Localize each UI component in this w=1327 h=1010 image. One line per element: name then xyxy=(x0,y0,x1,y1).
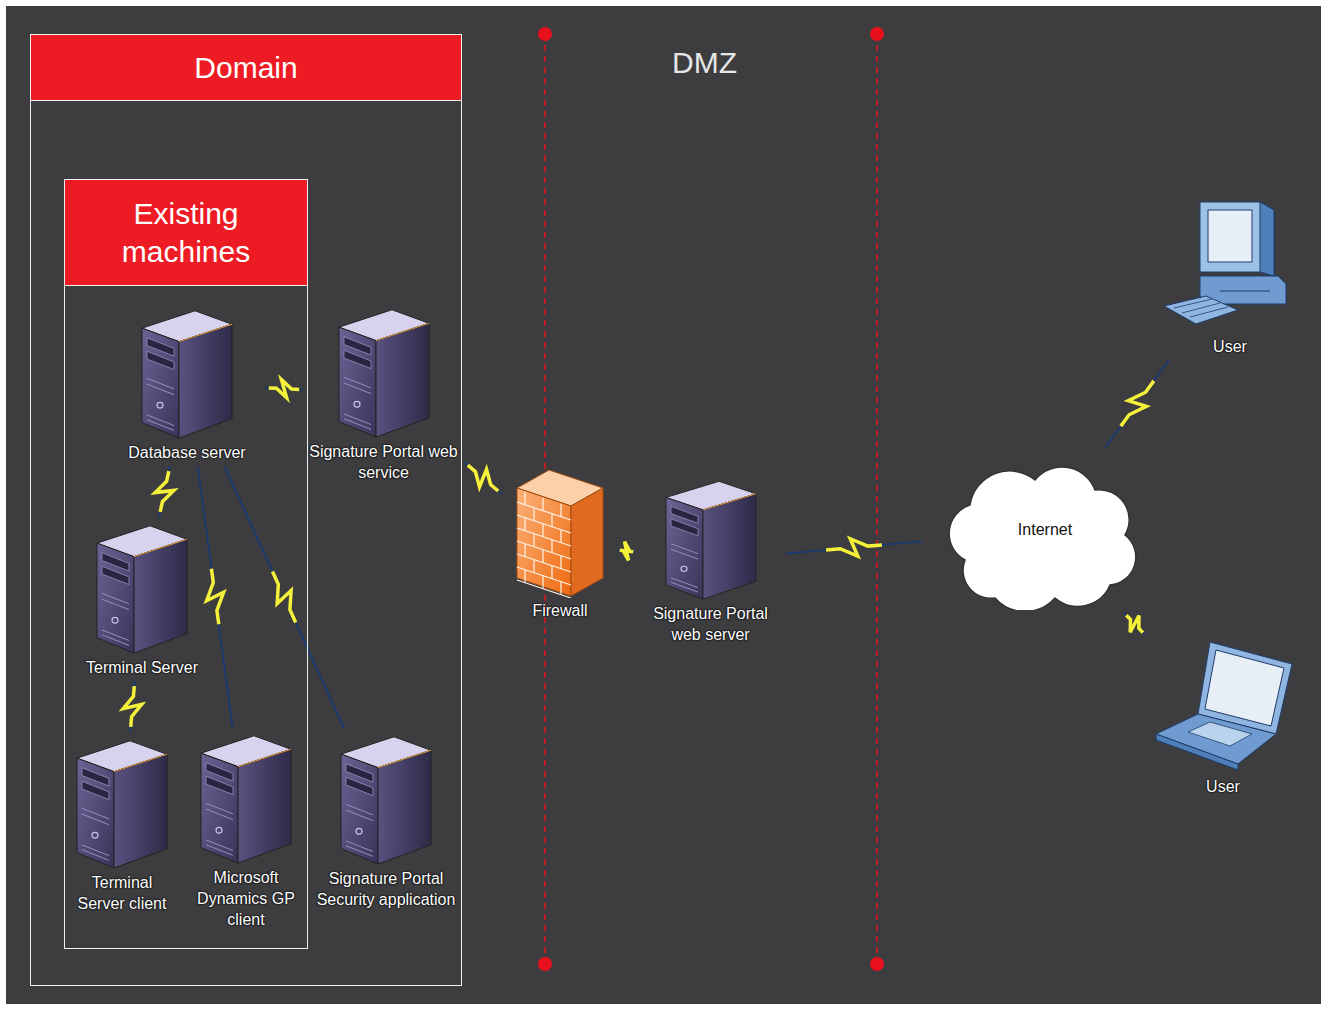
lightning-link xyxy=(1106,360,1170,447)
server-node: Signature Portal web server xyxy=(638,476,783,645)
lightning-link xyxy=(464,462,502,494)
icon-holder xyxy=(1160,196,1300,334)
server-node: Database server xyxy=(112,305,262,463)
lightning-link xyxy=(786,539,922,556)
server-node: Terminal Server client xyxy=(68,735,176,914)
lightning-link xyxy=(155,466,174,517)
group-box: DomainExisting machinesDatabase serverTe… xyxy=(30,34,462,986)
server-icon xyxy=(92,520,192,655)
lightning-link xyxy=(618,542,635,561)
icon-holder xyxy=(137,305,237,440)
server-icon xyxy=(336,731,436,866)
server-icon xyxy=(334,304,434,439)
icon-holder xyxy=(72,735,172,870)
lightning-link xyxy=(265,380,303,398)
lightning-link xyxy=(198,466,233,727)
lightning-link xyxy=(1124,613,1145,635)
firewall-icon xyxy=(515,466,605,598)
group-box: Existing machinesDatabase serverTerminal… xyxy=(64,179,308,949)
icon-holder xyxy=(1148,636,1298,774)
node-label: Signature Portal web server xyxy=(638,603,783,645)
node-label: Database server xyxy=(112,442,262,463)
server-node: Microsoft Dynamics GP client xyxy=(187,730,305,930)
desktop-icon xyxy=(1160,196,1300,334)
server-node: Signature Portal web service xyxy=(306,304,461,483)
node-label: User xyxy=(1148,776,1298,797)
icon-holder xyxy=(196,730,296,865)
server-node: Signature Portal Security application xyxy=(316,731,456,910)
firewall-node: Firewall xyxy=(505,466,615,621)
node-label: Signature Portal Security application xyxy=(316,868,456,910)
group-header: Domain xyxy=(31,35,461,101)
lightning-link xyxy=(123,681,142,732)
server-icon xyxy=(137,305,237,440)
server-icon xyxy=(72,735,172,870)
server-node: Terminal Server xyxy=(72,520,212,678)
node-label: User xyxy=(1160,336,1300,357)
icon-holder xyxy=(515,466,605,598)
node-label: Terminal Server xyxy=(72,657,212,678)
icon-holder xyxy=(334,304,434,439)
server-icon xyxy=(661,476,761,601)
lightning-link xyxy=(224,466,343,728)
laptop-icon xyxy=(1148,636,1298,774)
node-label: Signature Portal web service xyxy=(306,441,461,483)
icon-holder xyxy=(92,520,192,655)
cloud-text-holder: Internet xyxy=(925,450,1165,610)
node-label: Firewall xyxy=(505,600,615,621)
group-title: Existing machines xyxy=(71,195,301,271)
cloud-label: Internet xyxy=(1018,521,1072,539)
zone-label: DMZ xyxy=(672,46,737,80)
laptop-node: User xyxy=(1148,636,1298,797)
group-header: Existing machines xyxy=(65,180,307,286)
icon-holder xyxy=(336,731,436,866)
cloud-shape: Internet xyxy=(925,450,1165,610)
node-label: Terminal Server client xyxy=(68,872,176,914)
server-icon xyxy=(196,730,296,865)
desktop-node: User xyxy=(1160,196,1300,357)
node-label: Microsoft Dynamics GP client xyxy=(187,867,305,930)
icon-holder xyxy=(661,476,761,601)
group-title: Domain xyxy=(194,49,297,87)
